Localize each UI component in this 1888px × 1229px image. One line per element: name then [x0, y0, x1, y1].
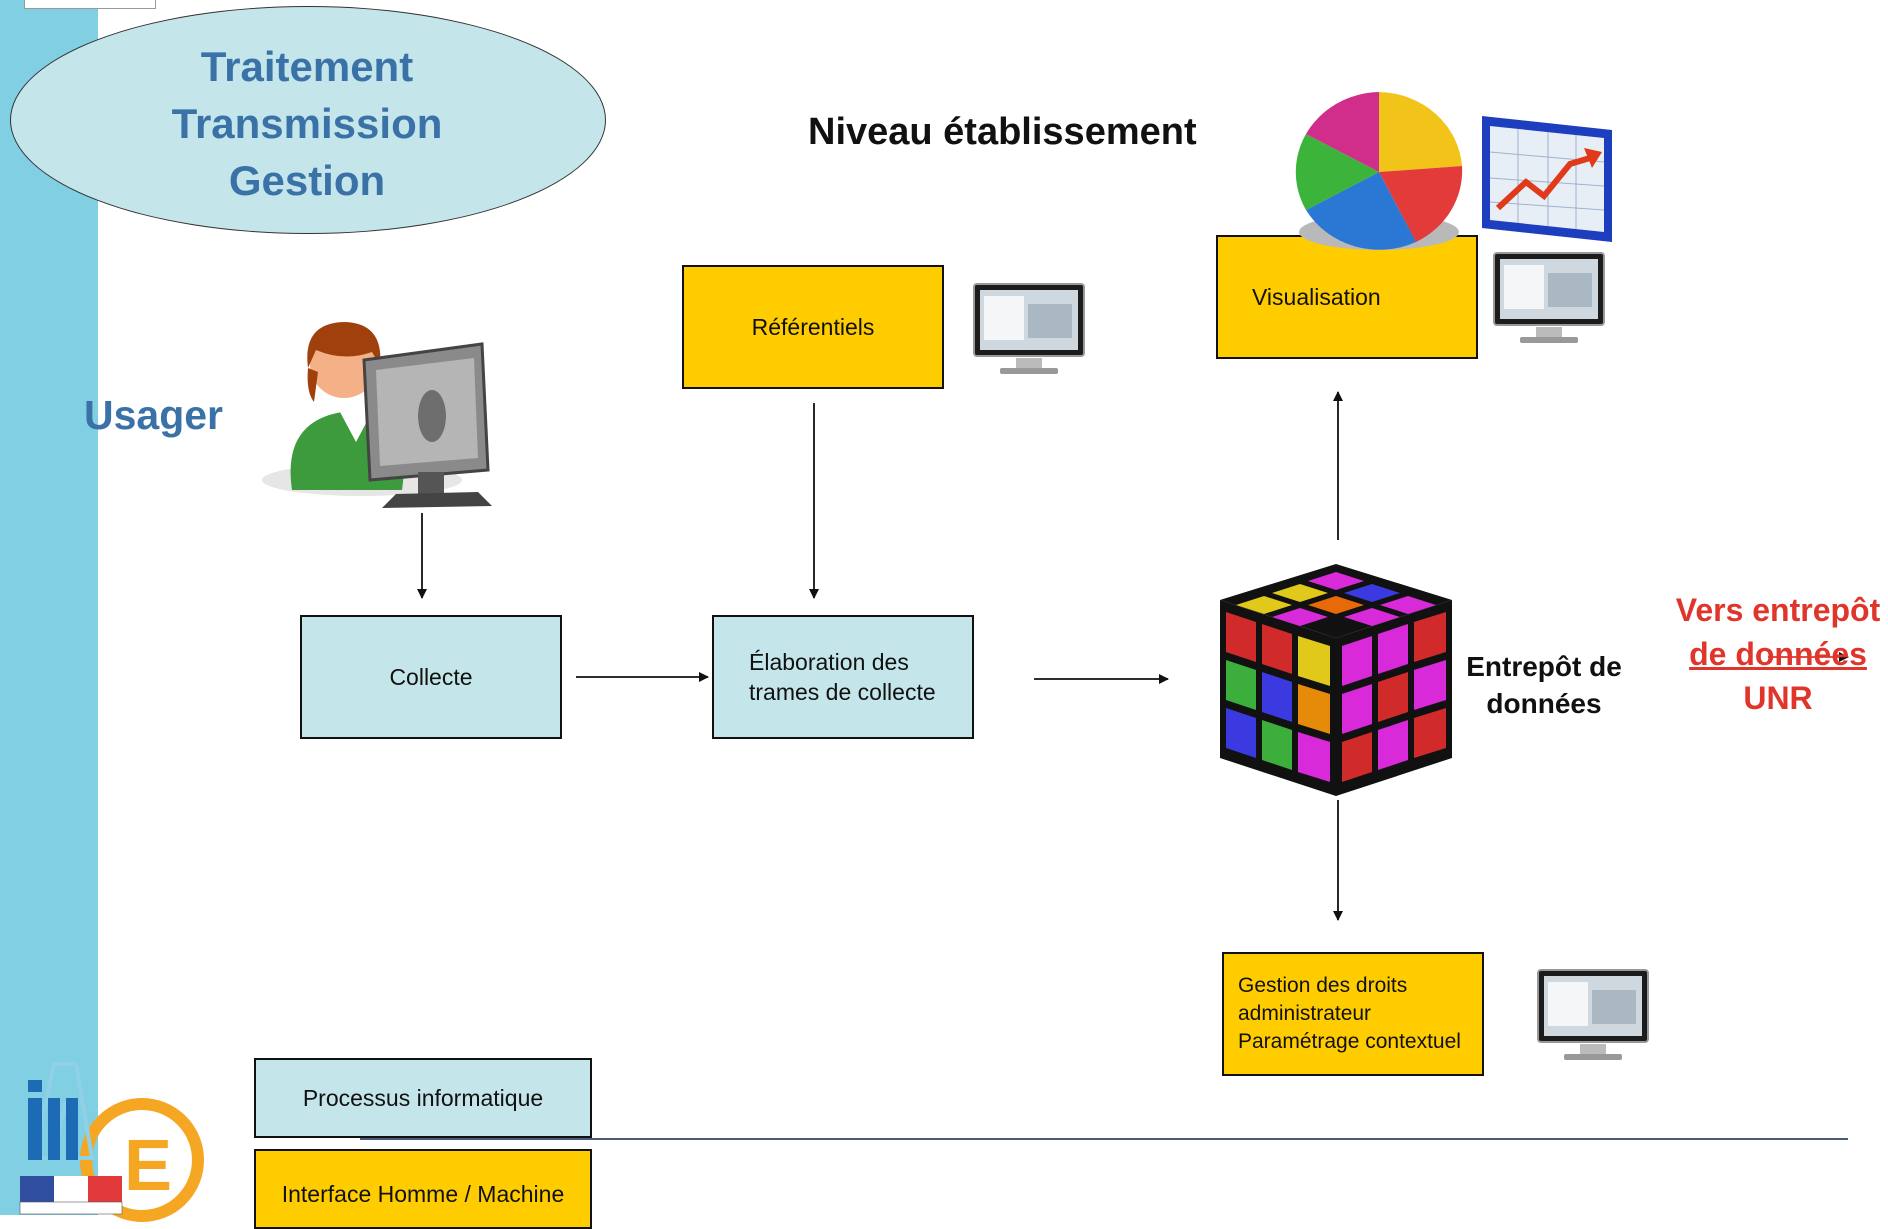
unr-line-2: de données	[1689, 636, 1867, 672]
title-ellipse	[10, 6, 606, 234]
title-line-3: Gestion	[228, 157, 386, 204]
gestion-line-1: Gestion des droits	[1238, 974, 1408, 997]
referentiels-box: Référentiels	[682, 265, 944, 389]
unr-line-1: Vers entrepôt	[1675, 592, 1881, 628]
visualisation-box: Visualisation	[1216, 235, 1478, 359]
gestion-box: Gestion des droits administrateur Paramé…	[1222, 952, 1484, 1076]
visualisation-label: Visualisation	[1252, 284, 1381, 310]
page-heading: Niveau établissement	[808, 111, 1197, 153]
collecte-label: Collecte	[389, 664, 473, 690]
legend-processus-label: Processus informatique	[302, 1085, 544, 1111]
monitor-icon	[973, 283, 1085, 374]
usager-label: Usager	[84, 392, 224, 438]
logo-icon: E	[19, 1062, 204, 1222]
entrepot-label: Entrepôt de données	[1444, 648, 1644, 722]
elaboration-line-2: trames de collecte	[749, 679, 936, 705]
elaboration-line-1: Élaboration des	[749, 649, 909, 675]
svg-text:E: E	[124, 1126, 172, 1206]
elaboration-box: Élaboration des trames de collecte	[712, 615, 974, 739]
legend-processus-box: Processus informatique	[254, 1058, 592, 1138]
title-line-2: Transmission	[171, 100, 443, 147]
title-line-1: Traitement	[200, 43, 414, 90]
rubik-cube-icon	[1220, 564, 1452, 796]
title-ellipse-text: Traitement Transmission Gestion	[10, 38, 604, 209]
sidebar-strip	[0, 0, 98, 1215]
monitor-icon	[1493, 252, 1605, 343]
line-chart-icon	[1482, 116, 1612, 242]
gestion-line-3: Paramétrage contextuel	[1238, 1030, 1461, 1053]
legend-interface-label: Interface Homme / Machine	[281, 1181, 565, 1207]
gestion-line-2: administrateur	[1238, 1002, 1372, 1025]
footer-divider	[360, 1138, 1848, 1140]
legend-interface-box: Interface Homme / Machine	[254, 1149, 592, 1229]
referentiels-label: Référentiels	[751, 314, 875, 340]
top-tab	[24, 0, 156, 9]
collecte-box: Collecte	[300, 615, 562, 739]
pie-chart-icon	[1295, 92, 1463, 250]
unr-label: Vers entrepôt de données UNR	[1662, 588, 1888, 720]
entrepot-line-2: données	[1486, 688, 1602, 719]
user-computer-icon	[262, 322, 492, 508]
entrepot-line-1: Entrepôt de	[1466, 651, 1622, 682]
monitor-icon	[1537, 969, 1649, 1060]
unr-line-3: UNR	[1743, 680, 1813, 716]
